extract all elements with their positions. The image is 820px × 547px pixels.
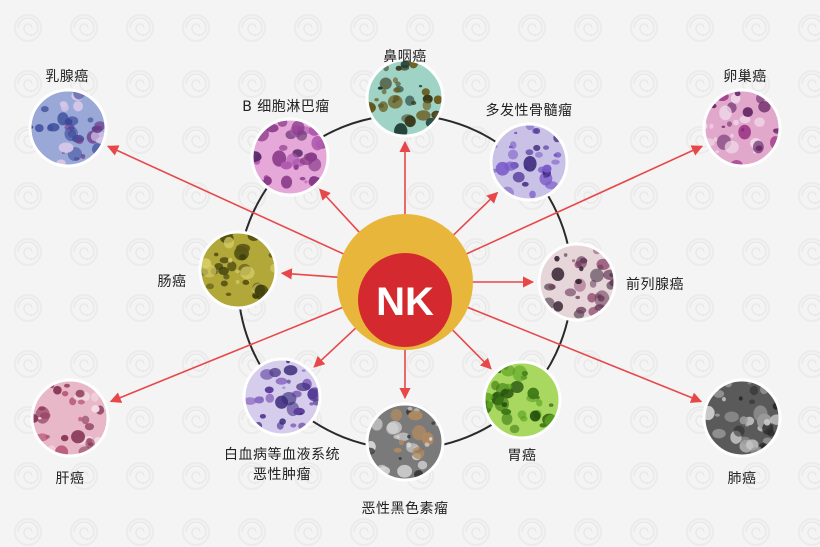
micrograph-lung [704,380,780,456]
nk-inner-circle [358,253,452,347]
micrograph-border-ovarian [702,88,782,168]
label-multiple-myeloma: 多发性骨髓瘤 [485,103,573,119]
arrow-leukemia [313,326,358,368]
micrograph-stomach [484,362,560,438]
cancer-images-layer [28,58,782,482]
micrograph-border-stomach [482,360,562,440]
label-leukemia-line2: 恶性肿瘤 [253,467,311,483]
micrograph-ovarian [704,90,780,166]
label-leukemia-line1: 白血病等血液系统 [224,447,340,463]
nk-label: NK [376,280,434,324]
micrograph-colon [200,232,276,308]
arrows-layer [107,140,703,403]
label-lung: 肺癌 [727,471,757,487]
arrow-colon [280,268,340,280]
micrograph-border-multiple-myeloma [489,122,569,202]
label-leukemia: 白血病等血液系统 恶性肿瘤 [224,445,340,485]
micrograph-border-melanoma [365,402,445,482]
arrow-lung [465,305,703,403]
micrograph-border-colon [198,230,278,310]
micrograph-border-liver [30,378,110,458]
micrograph-multiple-myeloma [491,124,567,200]
arrow-stomach [450,328,492,370]
label-breast: 乳腺癌 [45,69,89,85]
micrograph-border-prostate [537,242,617,322]
arrow-liver [109,306,345,403]
arrow-ovarian [464,145,703,256]
micrograph-border-b-lymphoma [250,117,330,197]
label-colon: 肠癌 [157,274,187,290]
label-ovarian: 卵巢癌 [723,69,767,85]
label-prostate: 前列腺癌 [626,277,684,293]
label-nasopharyngeal: 鼻咽癌 [383,49,427,65]
nk-center: NK [337,214,473,350]
label-melanoma: 恶性黑色素瘤 [361,501,449,517]
label-stomach: 胃癌 [507,448,537,464]
micrograph-border-leukemia [242,357,322,437]
micrograph-liver [32,380,108,456]
arrow-multiple-myeloma [451,191,499,237]
micrograph-border-nasopharyngeal [365,58,445,138]
micrograph-breast [30,90,106,166]
arrow-breast [107,145,346,256]
label-b-lymphoma: B 细胞淋巴瘤 [242,99,330,115]
arrow-b-lymphoma [319,188,361,234]
micrograph-nasopharyngeal [367,60,443,136]
micrograph-border-breast [28,88,108,168]
micrograph-border-lung [702,378,782,458]
label-liver: 肝癌 [55,471,85,487]
micrograph-b-lymphoma [252,119,328,195]
